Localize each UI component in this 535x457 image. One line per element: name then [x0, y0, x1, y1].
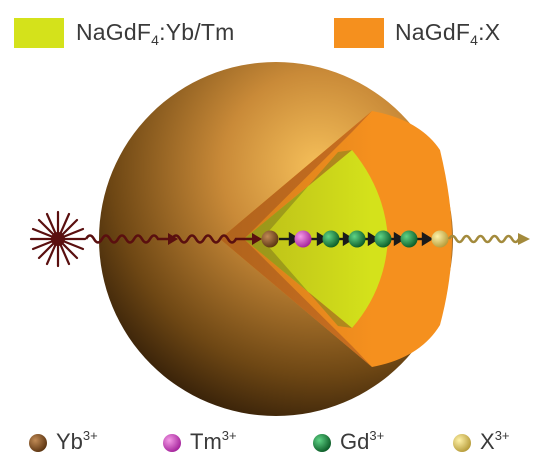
core-legend-label: NaGdF4:Yb/Tm [76, 19, 235, 48]
shell-legend-label: NaGdF4:X [395, 19, 501, 48]
shell-legend-swatch [334, 18, 384, 48]
x-legend-ball [453, 434, 471, 452]
gd-ion [348, 230, 366, 248]
energy-transfer-arrows [279, 231, 434, 247]
yb-ion [261, 230, 279, 248]
core-legend-swatch [14, 18, 64, 48]
excitation-wave [84, 234, 254, 244]
x-legend-label: X3+ [480, 428, 510, 454]
gd-legend-ball [313, 434, 331, 452]
yb-legend-ball [29, 434, 47, 452]
yb-legend-label: Yb3+ [56, 428, 98, 454]
gd-ion [400, 230, 418, 248]
gd-ion [322, 230, 340, 248]
gd-ion [374, 230, 392, 248]
tm-legend-label: Tm3+ [190, 428, 237, 454]
gd-legend-label: Gd3+ [340, 428, 385, 454]
emission-arrowhead [518, 233, 530, 245]
tm-ion [294, 230, 312, 248]
x-ion [431, 230, 449, 248]
tm-legend-ball [163, 434, 181, 452]
emission-wave [447, 234, 522, 244]
